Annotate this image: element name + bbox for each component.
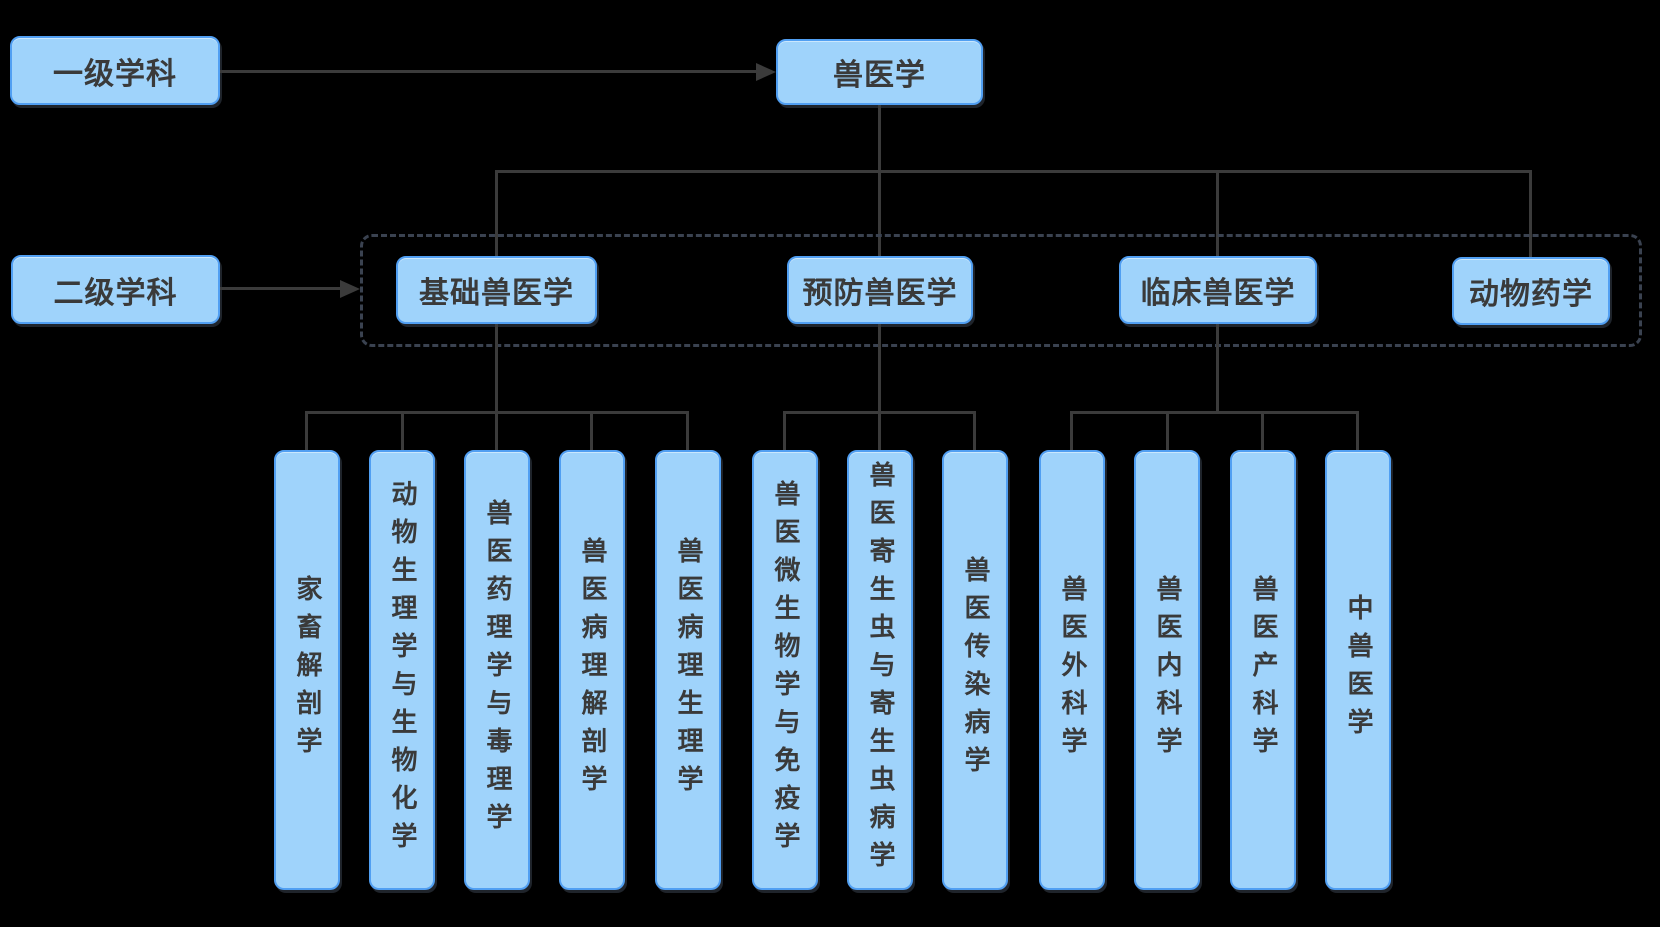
connector-line [1216, 170, 1219, 256]
level3-node-label: 兽医药理学与毒理学 [482, 499, 512, 841]
level3-node-label: 兽医产科学 [1248, 575, 1278, 765]
level3-node: 兽医外科学 [1039, 450, 1105, 890]
connector-line [495, 324, 498, 414]
legend-level1-node: 一级学科 [10, 36, 220, 105]
level2-node-label: 基础兽医学 [419, 276, 574, 311]
level3-node: 兽医产科学 [1230, 450, 1296, 890]
level3-node-label: 兽医寄生虫与寄生虫病学 [865, 461, 895, 879]
legend-level2-label: 二级学科 [53, 275, 178, 311]
level3-node: 兽医传染病学 [942, 450, 1008, 890]
connector-line [1166, 411, 1169, 450]
level3-node: 动物生理学与生物化学 [369, 450, 435, 890]
connector-line [878, 105, 881, 172]
connector-line [1216, 324, 1219, 414]
level3-node-label: 兽医病理生理学 [673, 537, 703, 803]
connector-line [878, 411, 881, 450]
connector-line [878, 170, 881, 256]
level3-node: 兽医微生物学与免疫学 [752, 450, 818, 890]
connector-line [1070, 411, 1359, 414]
connector-line [1529, 170, 1532, 257]
level3-node-label: 兽医内科学 [1152, 575, 1182, 765]
level3-node-label: 兽医传染病学 [960, 556, 990, 784]
level3-node-label: 兽医外科学 [1057, 575, 1087, 765]
level2-node-label: 动物药学 [1469, 277, 1593, 312]
level2-group-outline [360, 234, 1642, 347]
legend-level2-arrow-line [220, 287, 341, 290]
connector-line [495, 170, 1532, 173]
connector-line [1261, 411, 1264, 450]
level3-node-label: 动物生理学与生物化学 [387, 480, 417, 860]
root-node: 兽医学 [776, 39, 983, 105]
connector-line [878, 324, 881, 414]
level3-node: 中兽医学 [1325, 450, 1391, 890]
level2-node-clinical-veterinary: 临床兽医学 [1119, 256, 1317, 324]
level3-node-label: 中兽医学 [1343, 594, 1373, 746]
root-node-label: 兽医学 [833, 58, 926, 93]
level3-node-label: 兽医微生物学与免疫学 [770, 480, 800, 860]
level3-node-label: 家畜解剖学 [292, 575, 322, 765]
connector-line [686, 411, 689, 450]
legend-level1-arrow-line [220, 70, 757, 73]
level2-node-label: 临床兽医学 [1140, 276, 1296, 311]
arrowhead-right-icon [756, 63, 776, 81]
arrowhead-right-icon [340, 280, 360, 298]
level2-node-label: 预防兽医学 [802, 276, 958, 311]
connector-line [1356, 411, 1359, 450]
connector-line [305, 411, 308, 450]
level3-node: 兽医药理学与毒理学 [464, 450, 530, 890]
connector-line [1070, 411, 1073, 450]
legend-level2-node: 二级学科 [11, 255, 220, 324]
connector-line [590, 411, 593, 450]
level3-node-label: 兽医病理解剖学 [577, 537, 607, 803]
legend-level1-label: 一级学科 [53, 56, 177, 92]
connector-line [401, 411, 404, 450]
connector-line [973, 411, 976, 450]
level2-node-preventive-veterinary: 预防兽医学 [787, 256, 973, 324]
level3-node: 兽医寄生虫与寄生虫病学 [847, 450, 913, 890]
level2-node-animal-pharmacy: 动物药学 [1452, 257, 1610, 325]
connector-line [495, 170, 498, 256]
level2-node-basic-veterinary: 基础兽医学 [396, 256, 597, 324]
level3-node: 家畜解剖学 [274, 450, 340, 890]
connector-line [495, 411, 498, 450]
level3-node: 兽医病理生理学 [655, 450, 721, 890]
level3-node: 兽医内科学 [1134, 450, 1200, 890]
connector-line [783, 411, 786, 450]
level3-node: 兽医病理解剖学 [559, 450, 625, 890]
